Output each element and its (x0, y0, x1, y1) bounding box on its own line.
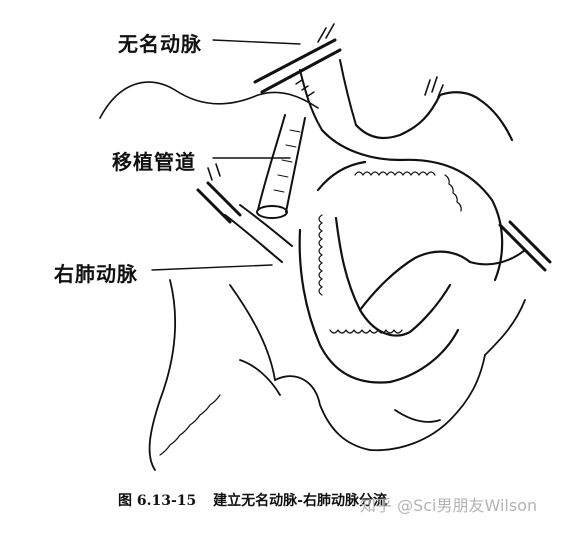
graft-tube-drawing (256, 114, 306, 219)
watermark: 知乎 @Sci男朋友Wilson (360, 496, 538, 515)
label-right-pulmonary-artery: 右肺动脉 (54, 262, 138, 286)
label-innominate-artery: 无名动脉 (118, 32, 202, 56)
suture-line-drawing (159, 171, 462, 456)
figure-title: 建立无名动脉-右肺动脉分流 (213, 493, 387, 509)
heart-outline-drawing (148, 279, 526, 471)
aortic-arch-drawing (298, 76, 514, 384)
leader-lines (151, 39, 301, 271)
suture-thread (99, 81, 319, 119)
pulmonary-artery-drawing (196, 163, 552, 272)
figure-caption: 图 6.13-15 建立无名动脉-右肺动脉分流 (118, 490, 399, 510)
figure-number: 图 6.13-15 (118, 493, 197, 509)
label-graft: 移植管道 (112, 150, 196, 174)
innominate-artery-drawing (253, 23, 357, 131)
